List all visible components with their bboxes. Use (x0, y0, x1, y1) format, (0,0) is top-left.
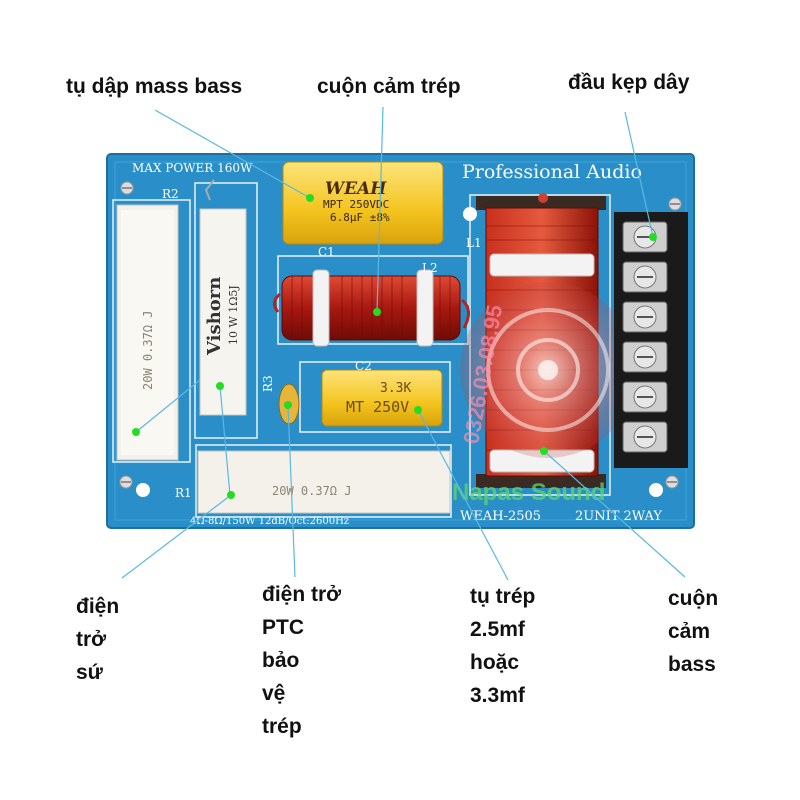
r-tall-value: 10 W 1Ω5J (227, 285, 240, 345)
capacitor-c2 (321, 369, 443, 427)
leader-lines (121, 106, 686, 581)
watermark-disc (460, 282, 636, 458)
label-line: hoặc (470, 651, 520, 674)
tweeter-coil-l2 (273, 269, 470, 347)
ref-r3: R3 (261, 375, 275, 392)
r-left-value: 20W 0.37Ω J (141, 311, 155, 390)
label-line: điện trở (262, 583, 342, 606)
label-line: trở (76, 628, 107, 651)
cap1-value: 6.8μF ±8% (330, 211, 390, 224)
label-line: 3.3mf (470, 684, 525, 707)
label-ptc-resistor: điện trở PTC bảo vệ trép (262, 578, 341, 743)
cap1-rating: MPT 250VDC (323, 198, 389, 211)
label-line: tụ trép (470, 585, 536, 608)
label-mass-cap: tụ dập mass bass (66, 70, 242, 103)
label-line: vệ (262, 682, 286, 705)
label-line: cuộn (668, 587, 719, 610)
terminal-block (614, 212, 688, 468)
marker-dots (132, 194, 657, 499)
board-model: WEAH-2505 (460, 509, 541, 524)
board-max-power: MAX POWER 160W (132, 161, 253, 175)
label-line: bảo (262, 649, 300, 672)
screw-icon (119, 181, 682, 489)
board-unit: 2UNIT 2WAY (575, 509, 662, 524)
r-tall-brand: Vishorn (204, 277, 225, 356)
board-bottom-spec: 4Ω-8Ω/150W 12dB/Oct:2600Hz (190, 516, 349, 527)
label-tweeter-cap: tụ trép 2.5mf hoặc 3.3mf (470, 580, 535, 712)
label-tweeter-coil-text: cuộn cảm trép (317, 75, 461, 98)
label-line: trép (262, 715, 302, 738)
ref-l2: L2 (422, 261, 438, 275)
ref-r2: R2 (162, 187, 179, 201)
label-line: điện (76, 595, 120, 618)
label-ceramic-resistor: điện trở sứ (76, 590, 119, 689)
label-line: sứ (76, 661, 103, 684)
label-terminal-text: đầu kẹp dây (568, 71, 690, 94)
cap2-rating: MT 250V (346, 398, 409, 416)
capacitor-c1 (282, 161, 444, 245)
label-tweeter-coil: cuộn cảm trép (317, 70, 461, 103)
label-mass-cap-text: tụ dập mass bass (66, 75, 243, 98)
ref-r1: R1 (175, 486, 192, 500)
label-line: bass (668, 653, 716, 676)
label-line: cảm (668, 620, 711, 643)
label-line: 2.5mf (470, 618, 525, 641)
board-brand: Professional Audio (462, 161, 642, 183)
cap1-brand: WEAH (325, 179, 387, 199)
ref-c2: C2 (355, 359, 372, 373)
cap2-value: 3.3K (380, 381, 411, 396)
watermark-shop: Napas Sound (452, 479, 605, 506)
label-bass-coil: cuộn cảm bass (668, 582, 718, 681)
label-terminal: đầu kẹp dây (568, 66, 689, 99)
label-line: PTC (262, 616, 304, 639)
ceramic-resistor-r1 (197, 450, 451, 514)
ref-l1: L1 (466, 236, 482, 250)
r-bottom-value: 20W 0.37Ω J (272, 484, 351, 498)
ref-c1: C1 (318, 245, 335, 259)
